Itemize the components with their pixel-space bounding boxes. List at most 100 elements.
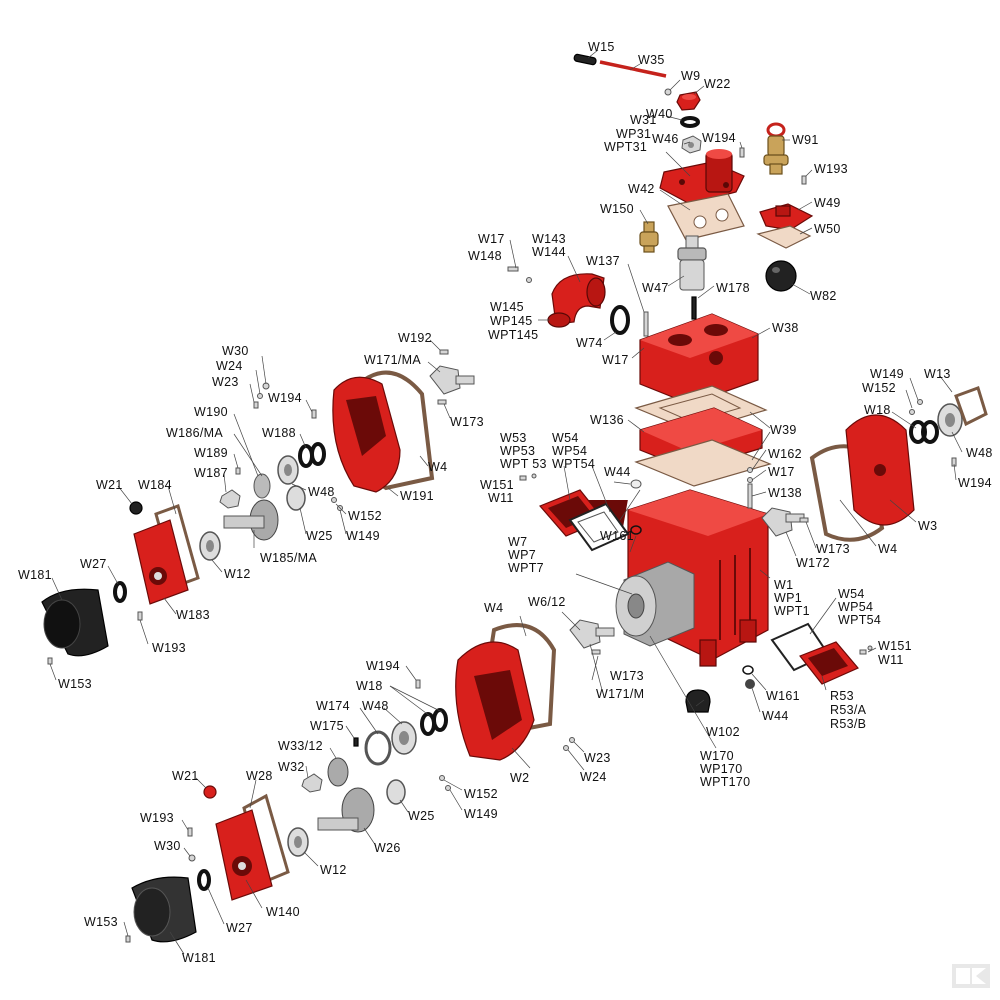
part-w9-w22-cap bbox=[664, 88, 701, 111]
part-w173-screw-lower bbox=[591, 649, 601, 655]
label-w150: W150 bbox=[600, 202, 634, 216]
part-w44-w161-small bbox=[630, 479, 642, 535]
part-w18-orings-right bbox=[909, 420, 939, 444]
label-w12-upper: W12 bbox=[224, 567, 251, 581]
part-w174-ring bbox=[364, 730, 392, 766]
part-w91-brass-valve bbox=[763, 122, 789, 175]
label-wpt145: WPT145 bbox=[488, 328, 538, 342]
label-w25-lower: W25 bbox=[408, 809, 435, 823]
part-w48-bearing-upper bbox=[277, 455, 299, 485]
label-w188: W188 bbox=[262, 426, 296, 440]
label-w18-right: W18 bbox=[864, 403, 891, 417]
part-w38-cylinder-head bbox=[639, 313, 759, 405]
label-w189: W189 bbox=[194, 446, 228, 460]
label-wpt53: WPT 53 bbox=[500, 457, 547, 471]
label-w42: W42 bbox=[628, 182, 655, 196]
part-w171ma-shaft bbox=[429, 365, 475, 395]
label-w24-lower: W24 bbox=[580, 770, 607, 784]
part-w175-screw bbox=[353, 737, 359, 747]
part-w4-gasket-right bbox=[809, 444, 885, 542]
part-w30-w24-w23-screws bbox=[253, 382, 270, 409]
label-w171m: W171/M bbox=[596, 687, 644, 701]
label-w162: W162 bbox=[768, 447, 802, 461]
label-w26: W26 bbox=[374, 841, 401, 855]
label-w35: W35 bbox=[638, 53, 665, 67]
label-w30-upper: W30 bbox=[222, 344, 249, 358]
label-w175: W175 bbox=[310, 719, 344, 733]
label-w173-right: W173 bbox=[816, 542, 850, 556]
label-w161-left: W161 bbox=[600, 529, 634, 543]
label-w172: W172 bbox=[796, 556, 830, 570]
label-w21-upper: W21 bbox=[96, 478, 123, 492]
part-w186ma-gear bbox=[253, 473, 271, 499]
part-w49-flange bbox=[759, 203, 814, 231]
label-w171ma: W171/MA bbox=[364, 353, 421, 367]
part-w194-screw-lower bbox=[415, 679, 421, 689]
label-w161-right: W161 bbox=[766, 689, 800, 703]
part-w47-filter bbox=[677, 235, 707, 291]
label-w3312: W33/12 bbox=[278, 739, 323, 753]
part-w82-ball bbox=[765, 260, 797, 292]
label-w138: W138 bbox=[768, 486, 802, 500]
part-w27-oring-lower bbox=[197, 869, 211, 891]
label-w190: W190 bbox=[194, 405, 228, 419]
part-w7-rotor bbox=[615, 561, 695, 647]
label-w27-upper: W27 bbox=[80, 557, 107, 571]
label-wp54-right: WP54 bbox=[838, 600, 873, 614]
part-w161-w44-right bbox=[742, 665, 755, 689]
label-wp53: WP53 bbox=[500, 444, 535, 458]
part-w193-screw-top bbox=[801, 175, 807, 185]
label-w102: W102 bbox=[706, 725, 740, 739]
part-w31-flange-housing bbox=[659, 149, 745, 205]
part-w2-gear-housing bbox=[455, 641, 535, 761]
part-w74-oring bbox=[610, 305, 630, 335]
part-w3312-gear bbox=[327, 757, 349, 787]
label-w23-upper: W23 bbox=[212, 375, 239, 389]
label-w143: W143 bbox=[532, 232, 566, 246]
label-w4-lower: W4 bbox=[484, 601, 503, 615]
part-w15-w35-rod bbox=[573, 53, 667, 78]
part-r53-cover bbox=[799, 641, 859, 685]
label-w74: W74 bbox=[576, 336, 603, 350]
label-w13: W13 bbox=[924, 367, 951, 381]
label-w24-upper: W24 bbox=[216, 359, 243, 373]
label-w31: W31 bbox=[630, 113, 657, 127]
label-w91: W91 bbox=[792, 133, 819, 147]
label-w40: W40 bbox=[646, 107, 673, 121]
label-wp54-left: WP54 bbox=[552, 444, 587, 458]
label-w17-top: W17 bbox=[478, 232, 505, 246]
label-wpt7: WPT7 bbox=[508, 561, 544, 575]
part-w162-w17-w138 bbox=[747, 467, 753, 509]
part-w151-w11-left bbox=[519, 473, 537, 481]
label-wpt170: WPT170 bbox=[700, 775, 750, 789]
part-w188-orings bbox=[298, 442, 326, 468]
part-w23-w24-screws-lower bbox=[563, 737, 575, 751]
part-w150-brass-fitting bbox=[639, 221, 659, 253]
label-w4-upper: W4 bbox=[428, 460, 447, 474]
label-w3: W3 bbox=[918, 519, 937, 533]
part-w151-w11-right bbox=[859, 645, 873, 655]
label-w4-right: W4 bbox=[878, 542, 897, 556]
label-wp145: WP145 bbox=[490, 314, 533, 328]
label-w185ma: W185/MA bbox=[260, 551, 317, 565]
label-w44-right: W44 bbox=[762, 709, 789, 723]
part-w12-bearing-lower bbox=[287, 827, 309, 857]
label-w12-lower: W12 bbox=[320, 863, 347, 877]
part-w32-nut bbox=[301, 773, 323, 793]
label-w18-lower: W18 bbox=[356, 679, 383, 693]
label-w153-upper: W153 bbox=[58, 677, 92, 691]
label-wpt31: WPT31 bbox=[604, 140, 647, 154]
label-r53: R53 bbox=[830, 689, 854, 703]
label-w178: W178 bbox=[716, 281, 750, 295]
label-w186ma: W186/MA bbox=[166, 426, 223, 440]
label-w187: W187 bbox=[194, 466, 228, 480]
label-w53: W53 bbox=[500, 431, 527, 445]
label-r53a: R53/A bbox=[830, 703, 867, 717]
part-w3-end-cover bbox=[845, 414, 915, 526]
label-wpt54-left: WPT54 bbox=[552, 457, 595, 471]
label-w23-lower: W23 bbox=[584, 751, 611, 765]
part-w21-cap-lower bbox=[203, 785, 217, 799]
label-w21-lower: W21 bbox=[172, 769, 199, 783]
part-w25-bearing-upper bbox=[286, 485, 306, 511]
